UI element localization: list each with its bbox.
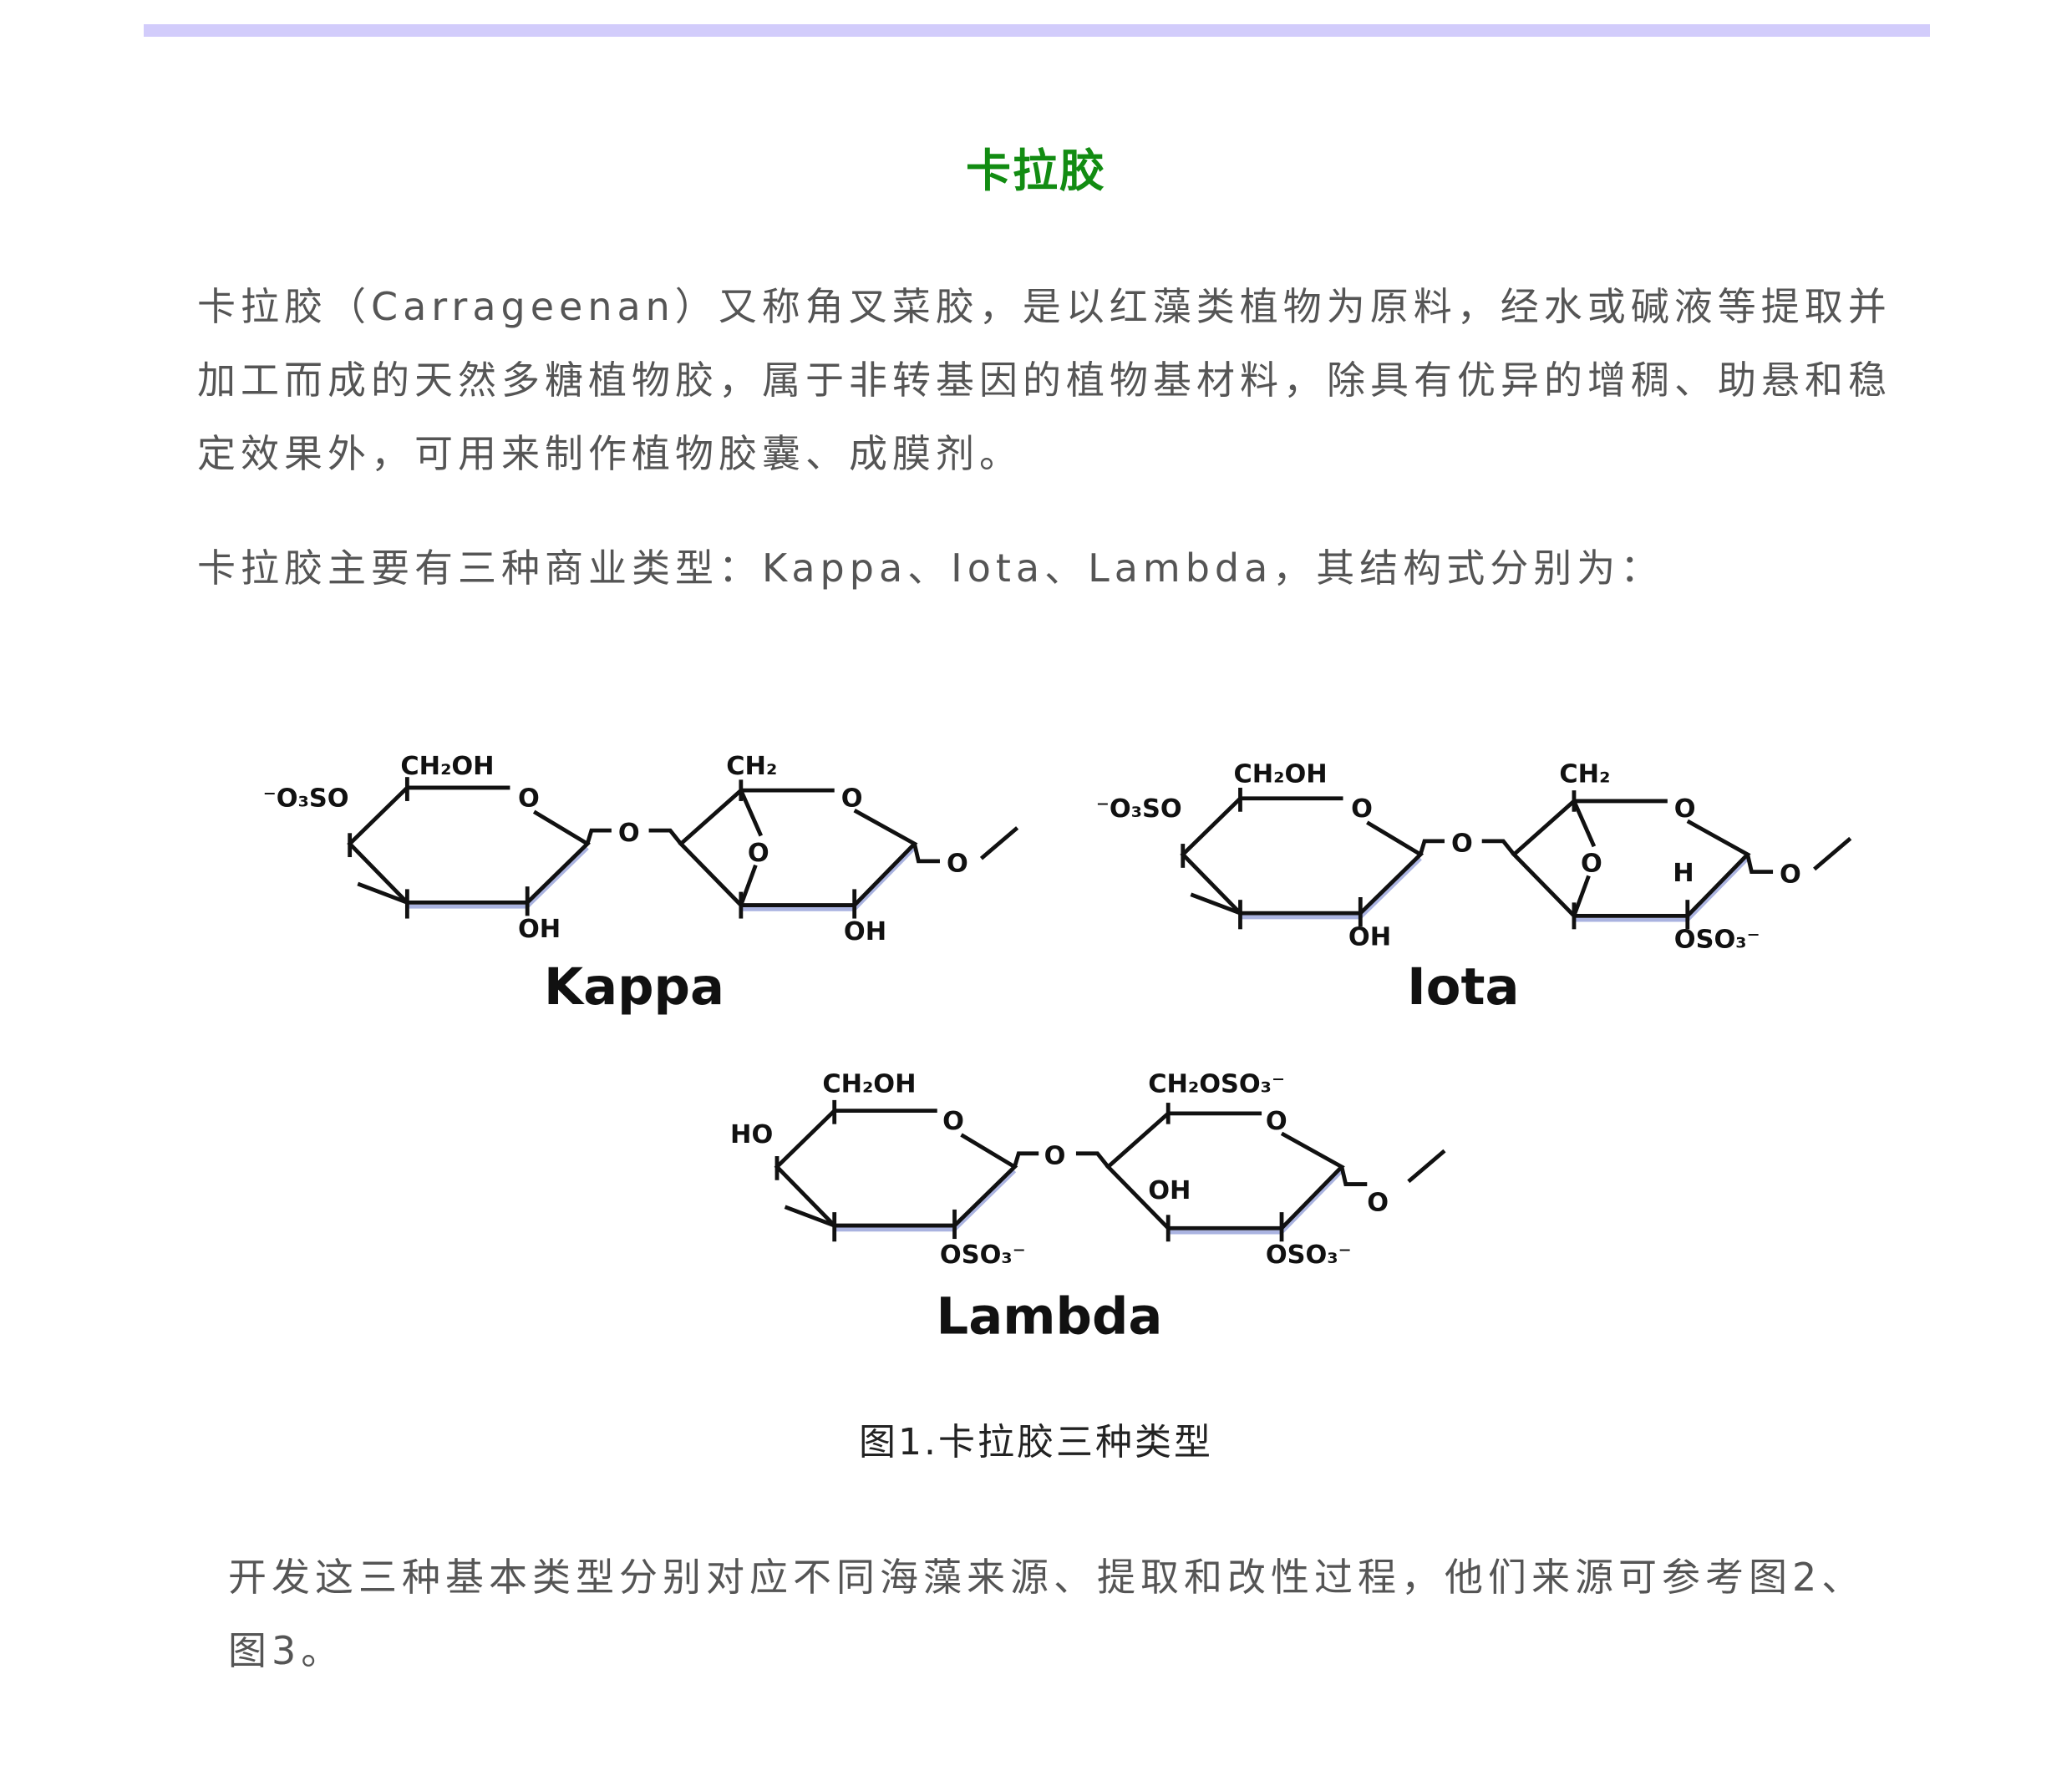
kappa-bridge-o: O [748, 839, 769, 868]
lambda-ch2oh-label: CH₂OH [822, 1069, 916, 1099]
lambda-name: Lambda [937, 1288, 1163, 1347]
iota-h-label: H [1673, 859, 1694, 888]
iota-structure: ⁻O₃SO CH₂OH O OH O CH₂ O O H OSO₃⁻ O Iot… [1096, 760, 1851, 1017]
lambda-oso3-2-label: OSO₃⁻ [1266, 1241, 1352, 1270]
lambda-structure: HO CH₂OH O OSO₃⁻ O CH₂OSO₃⁻ O OH OSO₃⁻ O… [730, 1069, 1445, 1347]
iota-ring-o2: O [1674, 794, 1696, 824]
lambda-oso3-1-label: OSO₃⁻ [940, 1241, 1026, 1270]
iota-ring-o1: O [1351, 794, 1373, 824]
kappa-sulfate-label: ⁻O₃SO [263, 784, 349, 813]
kappa-ring-o1: O [518, 784, 540, 813]
lambda-ring-o2: O [1266, 1107, 1287, 1136]
lambda-oh-label: OH [1148, 1176, 1191, 1205]
intro-paragraph: 卡拉胶（Carrageenan）又称角叉菜胶，是以红藻类植物为原料，经水或碱液等… [197, 284, 1892, 476]
lambda-ho-label: HO [730, 1120, 773, 1149]
iota-name: Iota [1407, 958, 1519, 1017]
iota-ch2-label: CH₂ [1559, 760, 1610, 789]
top-divider-bar [144, 24, 1930, 37]
kappa-ch2-label: CH₂ [726, 752, 777, 781]
iota-oh1-label: OH [1348, 923, 1391, 952]
kappa-ring-o2: O [841, 784, 863, 813]
types-paragraph: 卡拉胶主要有三种商业类型：Kappa、Iota、Lambda，其结构式分别为： [197, 545, 1664, 591]
kappa-oh1-label: OH [518, 915, 561, 944]
iota-ch2oh-label: CH₂OH [1233, 760, 1327, 789]
lambda-tail-o: O [1367, 1189, 1389, 1218]
iota-tail-o: O [1780, 860, 1801, 889]
lambda-ch2oso3-label: CH₂OSO₃⁻ [1148, 1069, 1285, 1099]
lambda-link-o: O [1044, 1142, 1066, 1171]
page-title: 卡拉胶 [966, 145, 1106, 197]
iota-bridge-o: O [1581, 850, 1602, 879]
kappa-oh2-label: OH [844, 917, 886, 946]
iota-oso3-label: OSO₃⁻ [1674, 926, 1760, 955]
figure-caption: 图1.卡拉胶三种类型 [859, 1421, 1213, 1464]
kappa-link-o: O [618, 819, 640, 848]
kappa-name: Kappa [544, 958, 724, 1017]
kappa-structure: ⁻O₃SO CH₂OH O OH O CH₂ O O OH O Kappa [263, 752, 1018, 1017]
lambda-ring-o1: O [942, 1107, 964, 1136]
kappa-tail-o: O [947, 850, 968, 879]
iota-sulfate-label: ⁻O₃SO [1096, 794, 1182, 824]
iota-link-o: O [1451, 830, 1473, 859]
closing-paragraph: 开发这三种基本类型分别对应不同海藻来源、提取和改性过程，他们来源可参考图2、图3… [228, 1555, 1866, 1673]
kappa-ch2oh-label: CH₂OH [400, 752, 494, 781]
